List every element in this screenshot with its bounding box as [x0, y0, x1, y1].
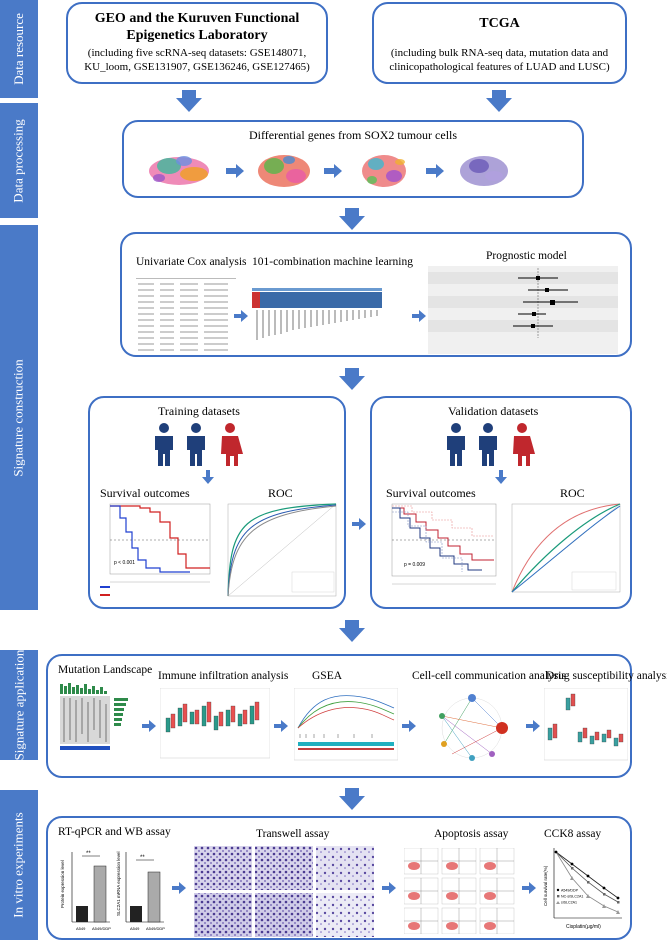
- arrow-down-icon: [339, 620, 365, 642]
- umap-plot-4: [460, 156, 508, 186]
- processing-title: Differential genes from SOX2 tumour cell…: [248, 128, 458, 142]
- ml-heatmap: [252, 288, 382, 340]
- univariate-table: [136, 278, 236, 351]
- people-icon: [155, 423, 243, 466]
- apoptosis-label: Apoptosis assay: [434, 828, 509, 840]
- univariate-label: Univariate Cox analysis: [136, 256, 247, 268]
- section-label-signature-construction: Signature construction: [0, 225, 38, 610]
- transwell-label: Transwell assay: [256, 828, 330, 840]
- training-roc-plot: [227, 503, 337, 597]
- training-box: Training datasets Survival outcomes ROC …: [88, 396, 346, 609]
- validation-survival-label: Survival outcomes: [386, 486, 476, 500]
- prognostic-label: Prognostic model: [486, 250, 567, 262]
- application-box: Mutation Landscape Immune infiltration a…: [46, 654, 667, 778]
- arrow-right-icon: [274, 720, 288, 732]
- section-label-data-resource: Data resource: [0, 0, 38, 98]
- drug-plot: [544, 688, 628, 761]
- validation-roc-plot: [511, 503, 621, 593]
- arrow-down-icon: [495, 470, 507, 484]
- arrow-down-icon: [339, 788, 365, 810]
- arrow-right-icon: [352, 518, 366, 530]
- geo-box: GEO and the Kuruven Functional Epigeneti…: [66, 2, 328, 84]
- arrow-right-icon: [522, 882, 536, 894]
- validation-roc-label: ROC: [560, 486, 585, 500]
- arrow-right-icon: [526, 720, 540, 732]
- network-plot: [439, 694, 508, 761]
- arrow-right-icon: [324, 164, 342, 178]
- section-label-signature-application: Signature application: [0, 650, 38, 760]
- cck8-label: CCK8 assay: [544, 828, 602, 840]
- validation-km-plot: p = 0.009: [391, 503, 497, 585]
- tcga-description: (including bulk RNA-seq data, mutation d…: [389, 47, 610, 73]
- arrow-right-icon: [402, 720, 416, 732]
- training-title: Training datasets: [158, 404, 240, 418]
- bar2-cat-2: A549/DDP: [146, 926, 165, 931]
- gsea-label: GSEA: [312, 670, 343, 682]
- arrow-right-icon: [426, 164, 444, 178]
- umap-plot-1: [149, 156, 209, 185]
- validation-box: Validation datasets Survival outcomes RO…: [370, 396, 632, 609]
- section-label-in-vitro: In vitro experiments: [0, 790, 38, 940]
- apoptosis-plots: [404, 848, 515, 934]
- tcga-title: TCGA: [479, 16, 520, 31]
- cck8-legend-1: A549/DDP: [561, 889, 579, 893]
- cck8-plot: Cell survival rate(%) A549/DDP NC-siSLC2…: [543, 848, 622, 930]
- ml-label: 101-combination machine learning: [252, 256, 413, 268]
- construction-box: Univariate Cox analysis 101-combination …: [120, 232, 632, 357]
- mutation-plot: [60, 683, 128, 750]
- arrow-right-icon: [226, 164, 244, 178]
- training-roc-label: ROC: [268, 486, 293, 500]
- umap-plot-2: [258, 155, 310, 187]
- arrow-down-icon: [339, 368, 365, 390]
- rtqpcr-label: RT-qPCR and WB assay: [58, 826, 171, 838]
- cck8-xlabel: Cisplatin(μg/ml): [566, 924, 601, 930]
- arrow-down-icon: [486, 90, 512, 112]
- arrow-down-icon: [176, 90, 202, 112]
- training-pvalue: p < 0.001: [114, 560, 135, 566]
- arrow-right-icon: [142, 720, 156, 732]
- training-km-plot: p < 0.001: [100, 503, 211, 596]
- bar1-sig: **: [86, 851, 91, 857]
- cellcell-label: Cell-cell communication analysis: [412, 670, 566, 682]
- bar2-sig: **: [140, 855, 145, 861]
- bar2-ylabel: SLC2A1 mRNA expression level: [116, 851, 121, 916]
- arrow-right-icon: [412, 310, 426, 322]
- training-survival-label: Survival outcomes: [100, 486, 190, 500]
- transwell-images: [194, 846, 374, 937]
- validation-pvalue: p = 0.009: [404, 562, 425, 568]
- bar1-cat-2: A549/DDP: [92, 926, 111, 931]
- invitro-box: RT-qPCR and WB assay Transwell assay Apo…: [46, 816, 632, 940]
- arrow-right-icon: [172, 882, 186, 894]
- cck8-legend-2: NC-siSLC2A1: [561, 895, 583, 899]
- arrow-down-icon: [339, 208, 365, 230]
- arrow-right-icon: [234, 310, 248, 322]
- arrow-down-icon: [202, 470, 214, 484]
- bar1-ylabel: Protein expression level: [60, 860, 65, 908]
- immune-plot: [160, 688, 270, 759]
- bar2-cat-1: A549: [130, 926, 140, 931]
- validation-title: Validation datasets: [448, 404, 539, 418]
- rtqpcr-bar-charts: Protein expression level ** A549 A549/DD…: [60, 851, 165, 931]
- immune-label: Immune infiltration analysis: [158, 670, 289, 682]
- bar1-cat-1: A549: [76, 926, 86, 931]
- umap-plot-3: [362, 155, 406, 187]
- arrow-right-icon: [382, 882, 396, 894]
- gsea-plot: [294, 688, 398, 761]
- geo-title: GEO and the Kuruven Functional Epigeneti…: [94, 11, 300, 43]
- geo-description: (including five scRNA-seq datasets: GSE1…: [84, 47, 310, 73]
- umap-plots: [149, 155, 508, 187]
- forest-plot: [428, 266, 618, 354]
- drug-label: Drug susceptibility analysis: [546, 670, 667, 682]
- section-label-data-processing: Data processing: [0, 103, 38, 218]
- cck8-legend-3: siSLC2A1: [561, 901, 577, 905]
- processing-box: Differential genes from SOX2 tumour cell…: [122, 120, 584, 198]
- cck8-ylabel: Cell survival rate(%): [543, 865, 548, 906]
- tcga-box: TCGA (including bulk RNA-seq data, mutat…: [372, 2, 627, 84]
- mutation-label: Mutation Landscape: [58, 664, 153, 676]
- people-icon: [447, 423, 535, 466]
